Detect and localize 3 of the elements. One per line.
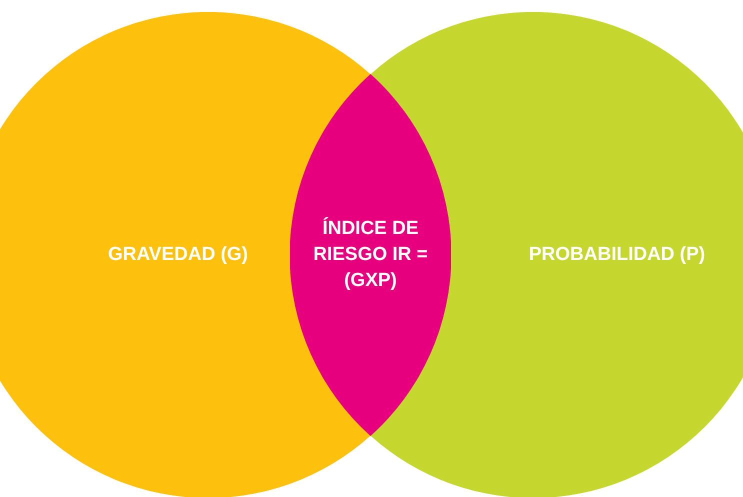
node-label: PROBABILIDAD (P) [528, 243, 706, 267]
node-label: ÍNDICE DE RIESGO IR = (GXP) [312, 216, 429, 293]
node-label: GRAVEDAD (G) [108, 243, 248, 267]
